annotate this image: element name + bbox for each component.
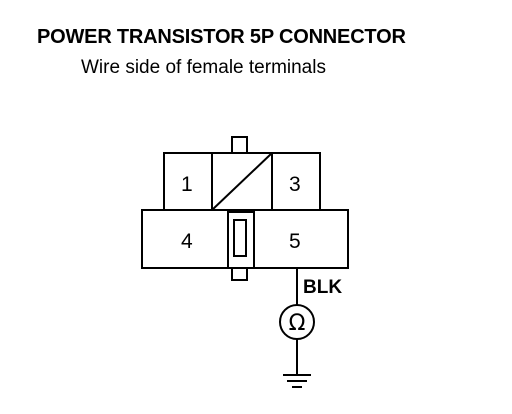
connector-lock-slot bbox=[233, 219, 247, 257]
terminal-label-1: 1 bbox=[181, 173, 193, 196]
terminal-label-3: 3 bbox=[289, 173, 301, 196]
connector-bottom-tab bbox=[231, 267, 248, 281]
ohm-icon: Ω bbox=[289, 311, 306, 336]
connector-top-tab bbox=[231, 136, 248, 154]
ground-icon bbox=[283, 374, 311, 388]
wire-color-label: BLK bbox=[303, 277, 342, 298]
diagram-title: POWER TRANSISTOR 5P CONNECTOR bbox=[37, 26, 406, 48]
diagram-subtitle: Wire side of female terminals bbox=[81, 57, 326, 78]
blank-terminal-diagonal bbox=[211, 152, 273, 211]
terminal-label-5: 5 bbox=[289, 230, 301, 253]
terminal-label-4: 4 bbox=[181, 230, 193, 253]
